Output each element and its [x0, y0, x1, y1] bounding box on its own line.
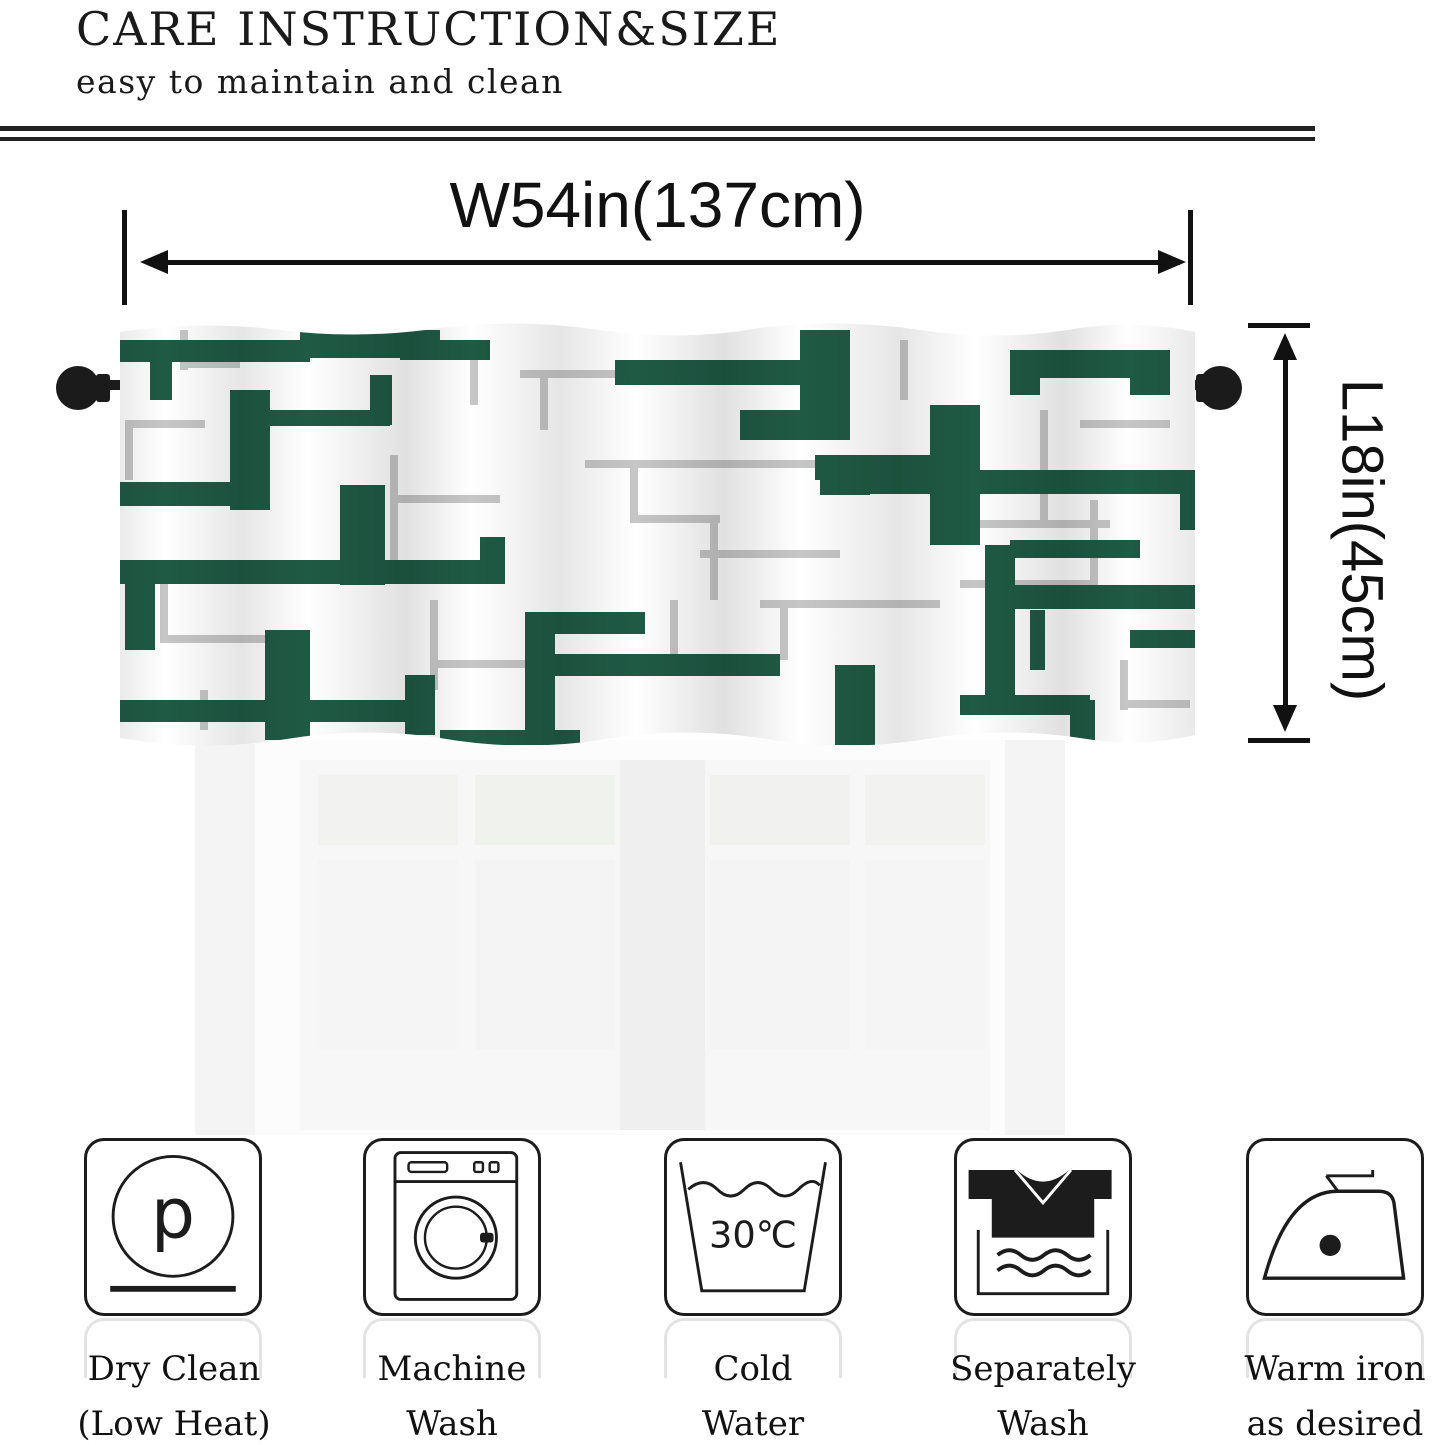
header-title: CARE INSTRUCTION&SIZE — [76, 2, 782, 56]
care-item-reflection — [954, 1318, 1132, 1378]
care-item-cold-water: 30℃ — [664, 1138, 842, 1316]
care-item-machine-wash — [363, 1138, 541, 1316]
care-label-warm-iron: Warm iron as desired — [1225, 1342, 1445, 1445]
care-label-line: as desired — [1246, 1404, 1424, 1444]
window-backdrop — [195, 740, 1065, 1135]
care-label-line: Wash — [406, 1404, 498, 1444]
iron-icon — [1262, 1169, 1406, 1280]
care-label-line: Separately — [950, 1349, 1136, 1389]
width-dimension — [122, 210, 1193, 305]
wash-tub-30c-icon: 30℃ — [679, 1162, 827, 1293]
separate-wash-shirt-icon — [968, 1169, 1112, 1296]
care-label-separately-wash: Separately Wash — [913, 1342, 1173, 1445]
care-label-line: Warm iron — [1244, 1349, 1426, 1389]
header-rule-top — [0, 126, 1315, 131]
wash-temperature: 30℃ — [709, 1213, 797, 1256]
length-label-text: L18in(45cm) — [1329, 378, 1395, 702]
care-label-line: Wash — [997, 1404, 1089, 1444]
care-label-cold-water: Cold Water — [623, 1342, 883, 1445]
width-label: W54in(137cm) — [449, 169, 866, 241]
svg-text:p: p — [151, 1174, 195, 1255]
care-item-reflection — [1246, 1318, 1424, 1378]
care-item-warm-iron — [1246, 1138, 1424, 1316]
dry-clean-p-icon: p — [110, 1155, 236, 1292]
care-item-dry-clean: p — [84, 1138, 262, 1316]
care-label-machine-wash: Machine Wash — [322, 1342, 582, 1445]
length-dimension — [1248, 323, 1310, 743]
care-label-line: Dry Clean — [87, 1349, 261, 1389]
washing-machine-icon — [393, 1151, 519, 1301]
care-label-dry-clean: Dry Clean (Low Heat) — [44, 1342, 304, 1445]
care-item-reflection — [84, 1318, 262, 1378]
header-rule-bottom — [0, 137, 1315, 141]
care-label-line: Machine — [377, 1349, 527, 1389]
care-label-line: (Low Heat) — [77, 1404, 271, 1444]
care-item-reflection — [664, 1318, 842, 1378]
care-label-line: Water — [701, 1404, 805, 1444]
header-subtitle: easy to maintain and clean — [76, 62, 564, 101]
care-item-reflection — [363, 1318, 541, 1378]
care-item-separately-wash — [954, 1138, 1132, 1316]
care-label-line: Cold — [713, 1349, 793, 1389]
valance-curtain — [120, 323, 1195, 746]
